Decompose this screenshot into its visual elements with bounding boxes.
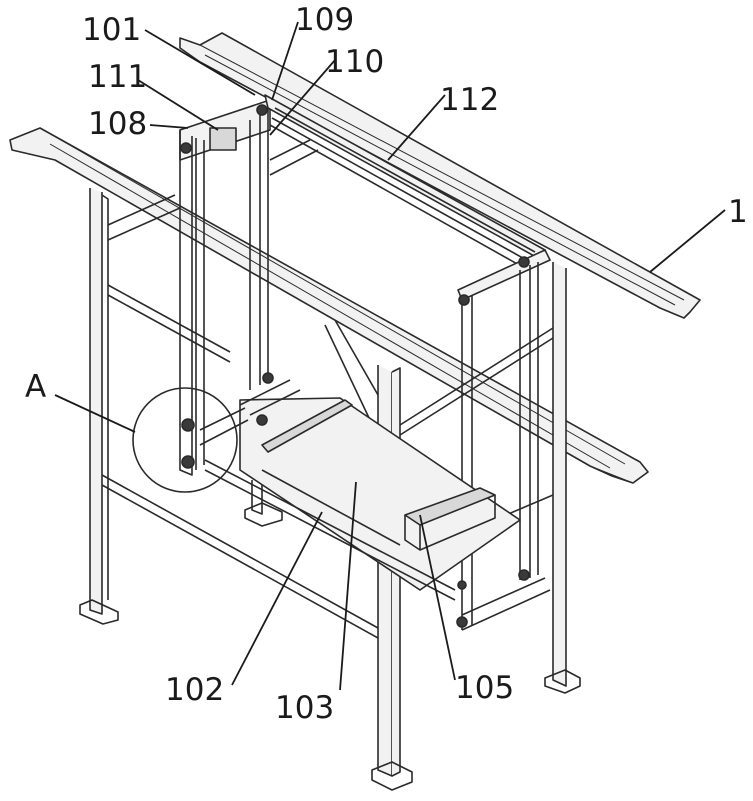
carriage-platform [182,373,520,600]
label-105: 105 [455,670,514,706]
label-110: 110 [325,44,384,80]
right-lift-column [457,250,550,630]
left-front-leg [80,188,118,624]
label-111: 111 [88,59,147,95]
label-1: 1 [728,194,748,230]
label-103: 103 [275,690,334,726]
right-back-leg [545,262,580,693]
label-101: 101 [82,12,141,48]
label-112: 112 [440,82,499,118]
label-A: A [25,369,46,405]
top-belt-beam [265,95,545,270]
label-102: 102 [165,672,224,708]
detail-a-circle [133,388,237,492]
label-109: 109 [295,2,354,38]
label-108: 108 [88,106,147,142]
